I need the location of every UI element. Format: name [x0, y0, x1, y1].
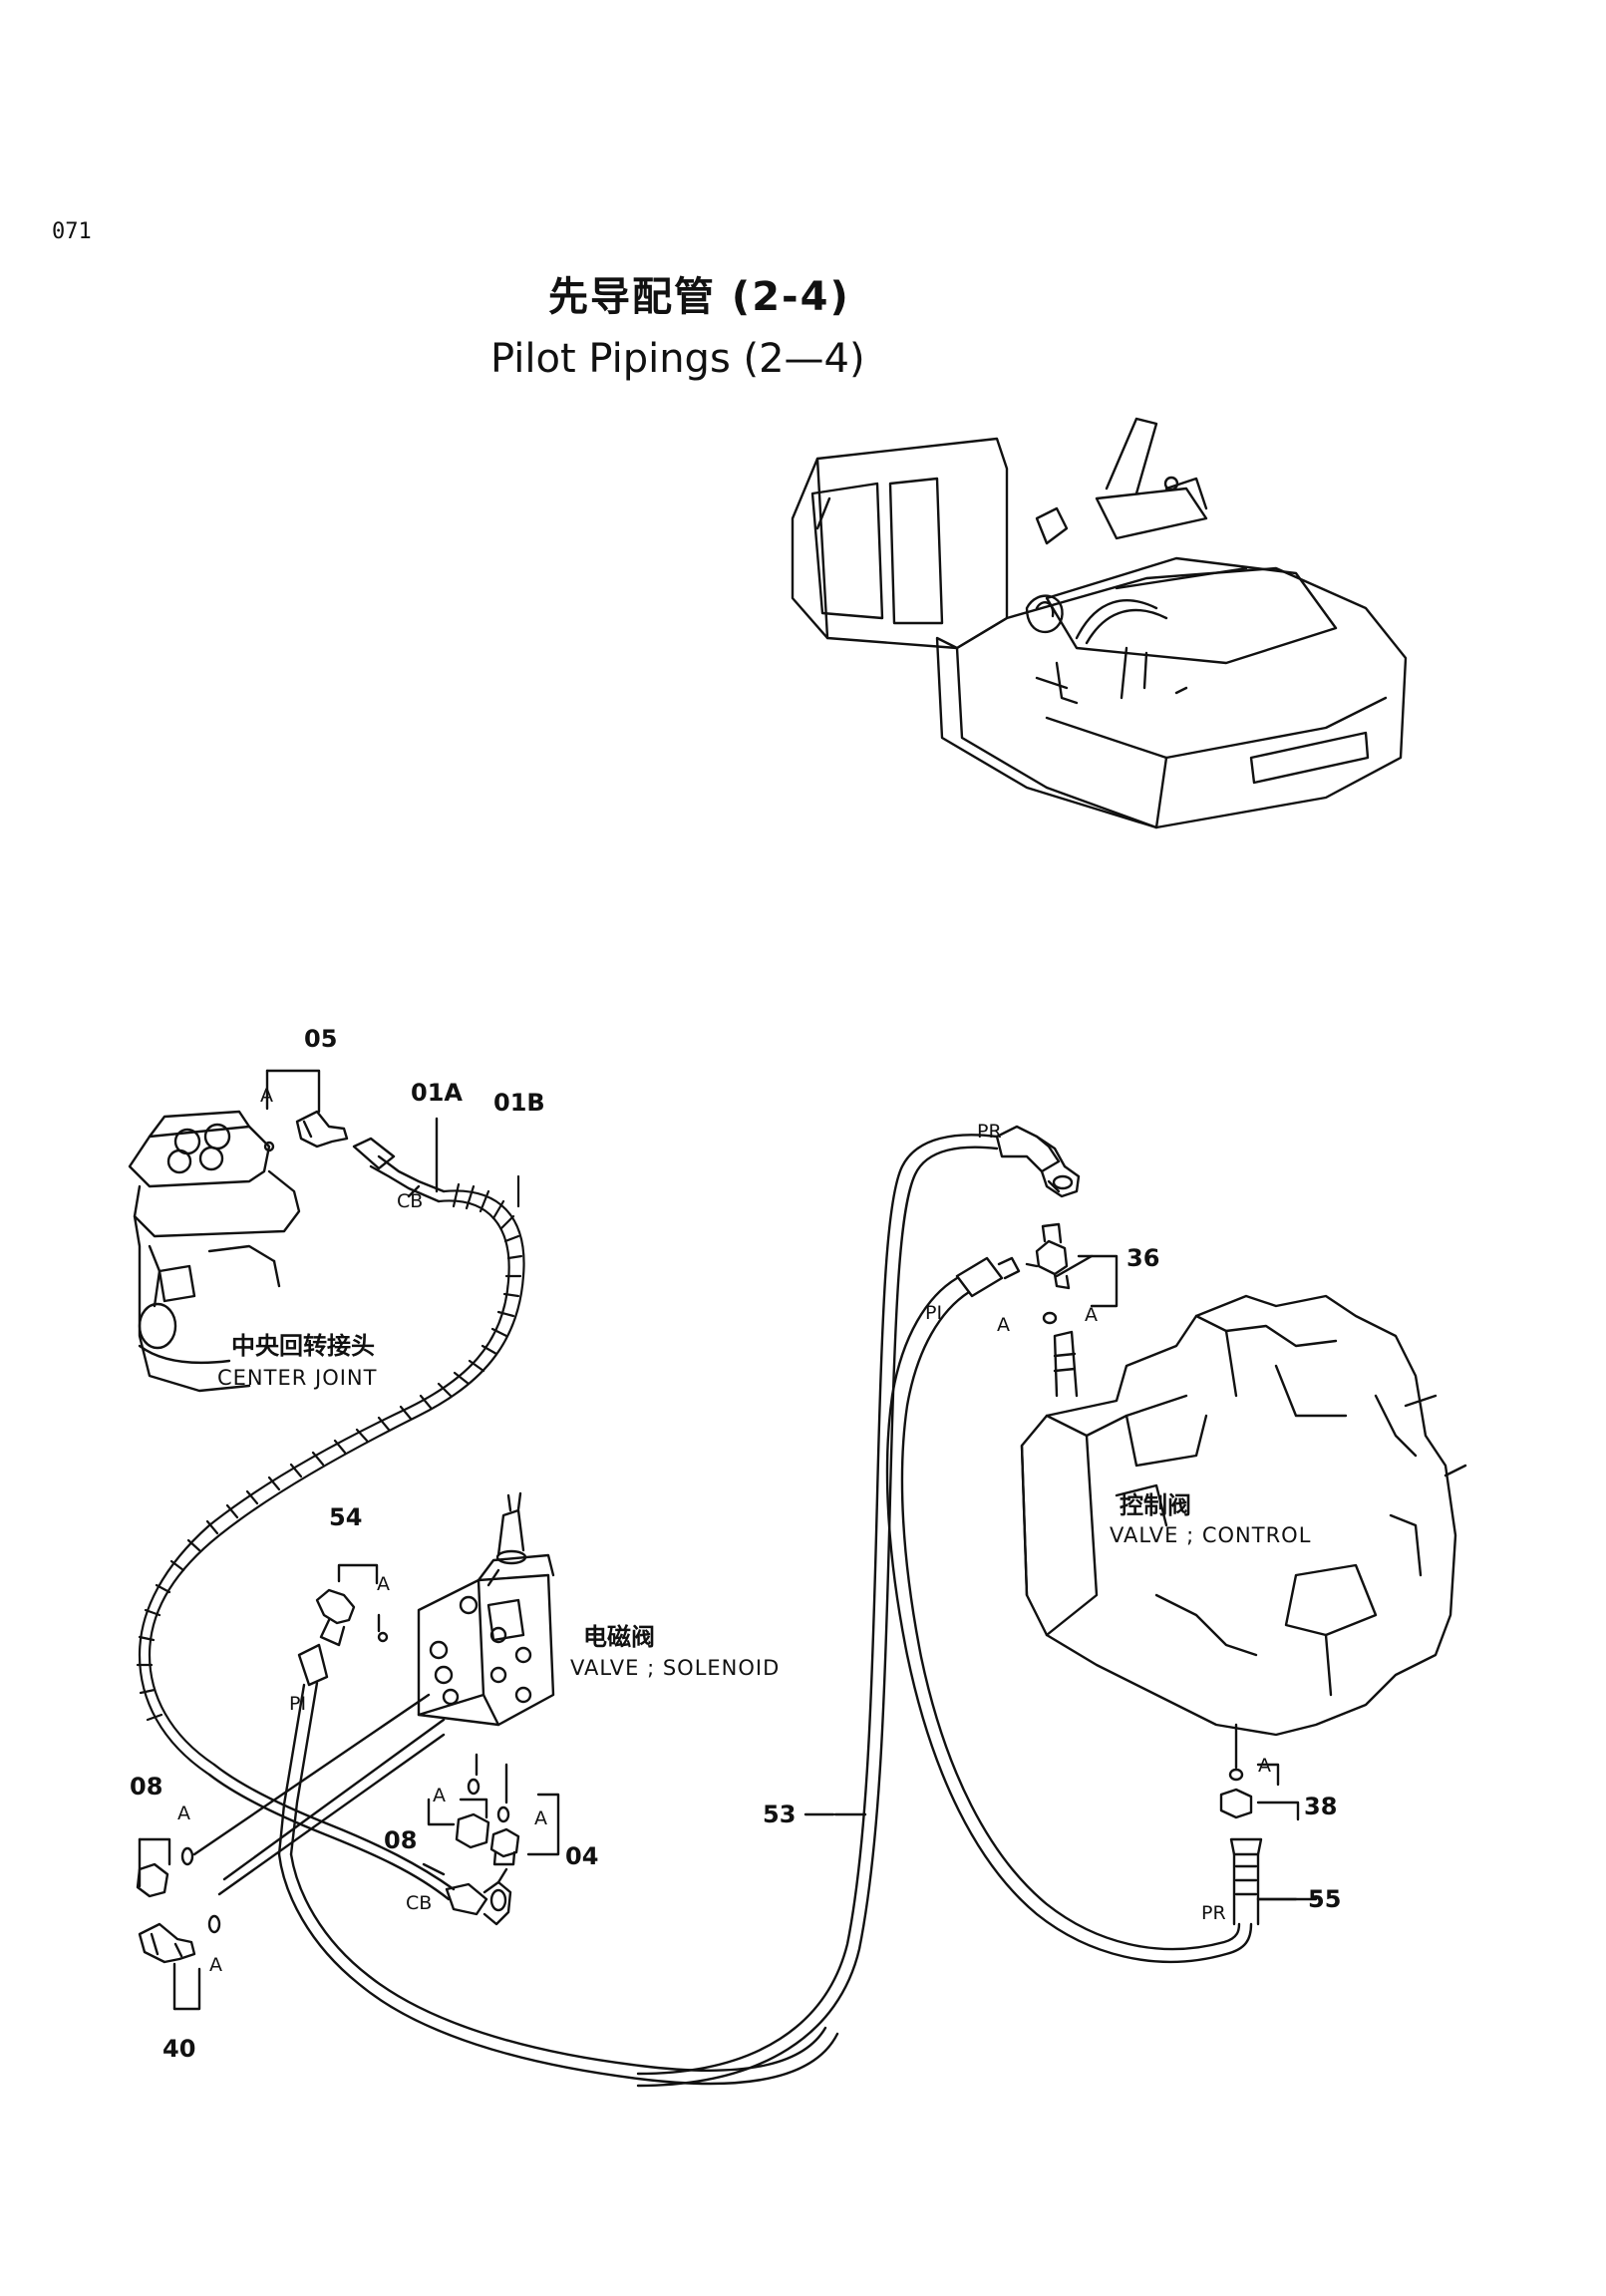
port-label-pr: PR	[977, 1121, 1002, 1143]
port-label-a: A	[377, 1573, 390, 1595]
callout-04: 04	[565, 1842, 599, 1870]
callout-55: 55	[1308, 1885, 1342, 1913]
callout-36: 36	[1126, 1244, 1160, 1272]
center-joint-label-cn: 中央回转接头	[231, 1332, 375, 1360]
callout-01a: 01A	[411, 1079, 463, 1107]
callout-54: 54	[329, 1503, 363, 1531]
page-title-chinese: 先导配管 (2-4)	[548, 274, 850, 320]
port-label-cb: CB	[406, 1892, 433, 1914]
center-joint-illustration	[128, 1110, 301, 1393]
callout-38: 38	[1304, 1793, 1338, 1820]
control-valve-label-cn: 控制阀	[1120, 1491, 1191, 1519]
center-joint-label-en: CENTER JOINT	[217, 1366, 378, 1390]
plug-08-left	[136, 1837, 194, 1898]
page-number: 071	[52, 219, 92, 244]
callout-05: 05	[304, 1025, 338, 1053]
hose-pi-left	[277, 1643, 839, 2086]
fitting-cb-lower	[445, 1867, 512, 1926]
port-label-a: A	[1085, 1304, 1098, 1326]
page-title-english: Pilot Pipings (2—4)	[490, 336, 865, 382]
fitting-38	[1219, 1723, 1300, 1821]
excavator-overview-illustration	[791, 417, 1408, 829]
callout-08-right: 08	[384, 1826, 418, 1854]
fitting-40-elbow	[138, 1914, 221, 2011]
hose-01b-spiral	[136, 1174, 525, 1777]
hose-53	[636, 1134, 999, 2088]
plug-08-right	[455, 1778, 490, 1849]
control-valve-label-en: VALVE ; CONTROL	[1110, 1523, 1312, 1547]
callout-01b: 01B	[493, 1089, 545, 1117]
port-label-a: A	[177, 1803, 190, 1824]
port-label-pi: PI	[289, 1693, 307, 1715]
callout-40: 40	[162, 2035, 196, 2063]
fitting-05-elbow	[263, 1069, 349, 1152]
solenoid-valve-label-cn: 电磁阀	[583, 1623, 655, 1651]
hose-01a	[352, 1117, 446, 1203]
control-valve-illustration	[1020, 1294, 1467, 1737]
fitting-54	[315, 1563, 389, 1647]
hose-pi-right	[885, 1256, 1318, 1964]
port-label-pr: PR	[1201, 1902, 1226, 1924]
port-label-a: A	[534, 1807, 547, 1829]
callout-53: 53	[763, 1801, 797, 1828]
port-label-a: A	[997, 1314, 1010, 1336]
port-label-pi: PI	[925, 1302, 943, 1324]
port-label-cb: CB	[397, 1190, 424, 1212]
fitting-04	[489, 1805, 520, 1866]
port-label-a: A	[1258, 1755, 1271, 1777]
solenoid-valve-label-en: VALVE ; SOLENOID	[570, 1656, 781, 1680]
callout-08-left: 08	[130, 1773, 163, 1801]
port-label-a: A	[260, 1085, 273, 1107]
fitting-36-tee	[1025, 1222, 1119, 1325]
port-label-a: A	[209, 1954, 222, 1976]
fitting-pr-top	[995, 1125, 1081, 1198]
solenoid-valve-illustration	[417, 1491, 555, 1727]
port-label-a: A	[433, 1785, 446, 1806]
